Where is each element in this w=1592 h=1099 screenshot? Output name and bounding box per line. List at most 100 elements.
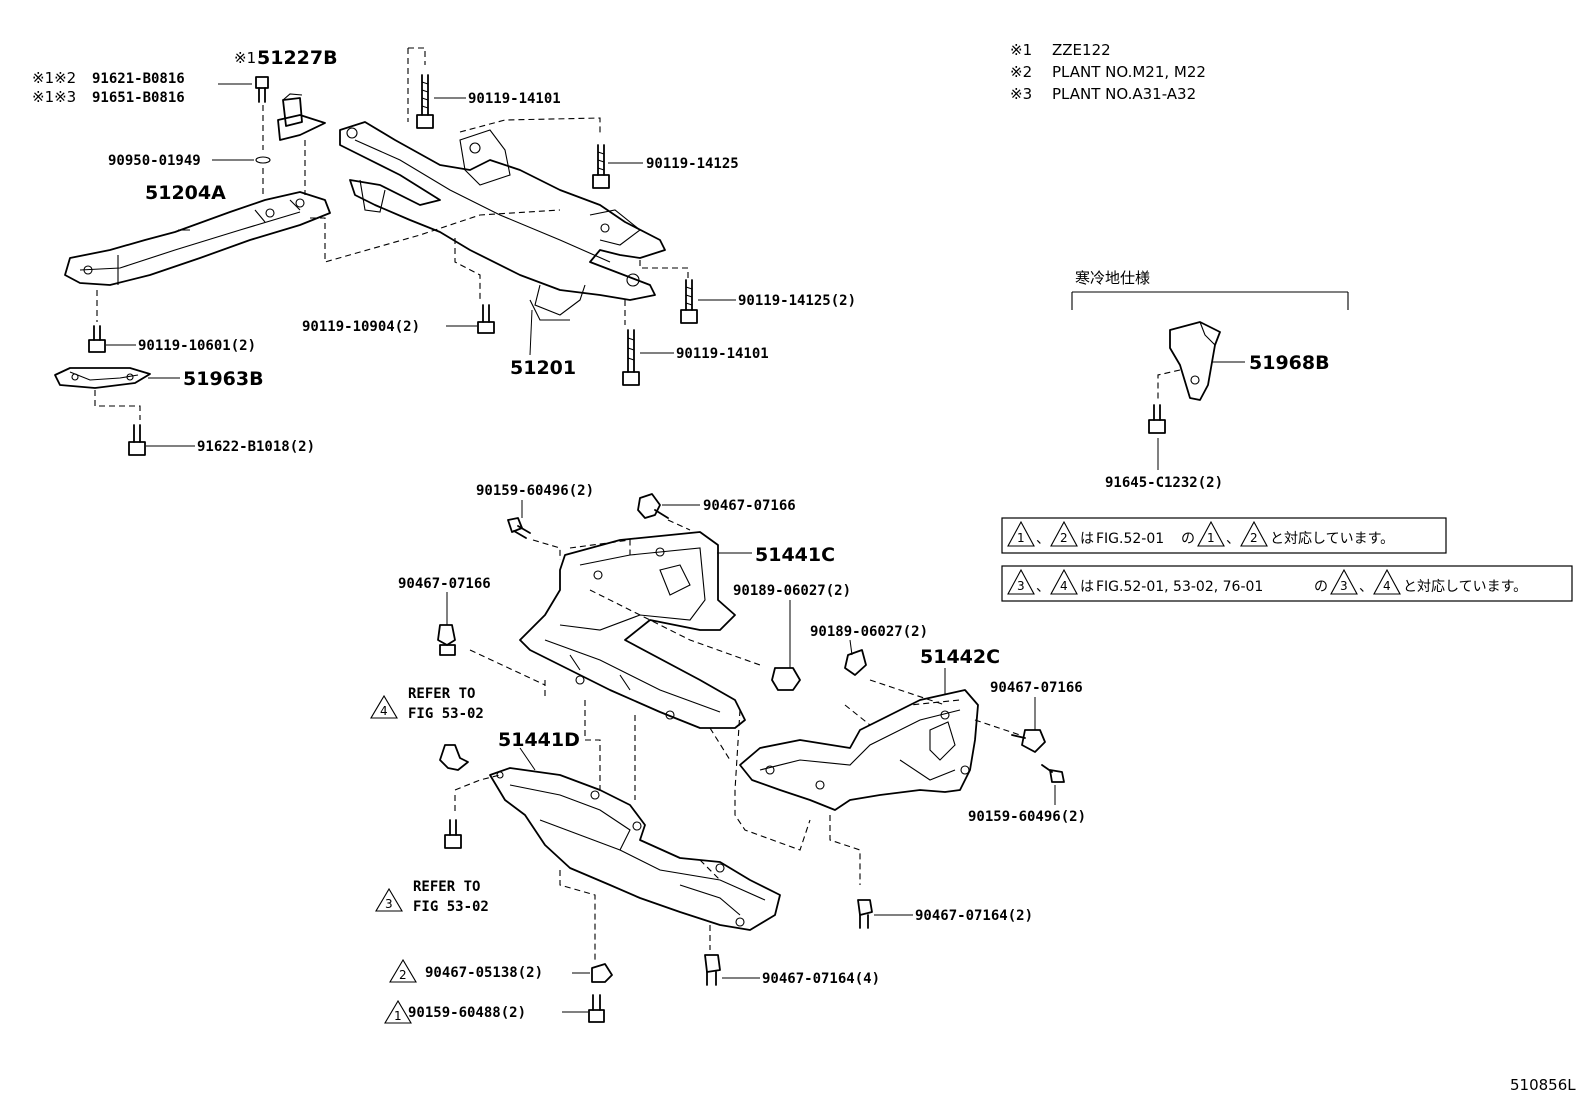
label-90159-60496-right[interactable]: 90159-60496(2) [968, 809, 1086, 825]
triangle-1-num: 1 [394, 1009, 402, 1023]
label-90119-14125-a[interactable]: 90119-14125 [646, 156, 739, 172]
cold-region-bracket [1071, 291, 1349, 310]
corr2-mark-a: 3 [1017, 579, 1025, 593]
label-refer4-line2[interactable]: FIG 53-02 [408, 706, 484, 722]
label-90119-14101-top[interactable]: 90119-14101 [468, 91, 561, 107]
corr2-sep: 、 [1036, 579, 1050, 595]
corr1-mark-d: 2 [1250, 531, 1258, 545]
corr1-sep: 、 [1036, 531, 1050, 547]
label-51201[interactable]: 51201 [510, 357, 576, 379]
label-90119-14101-bot[interactable]: 90119-14101 [676, 346, 769, 362]
label-91622-B1018[interactable]: 91622-B1018(2) [197, 439, 315, 455]
label-91645-C1232[interactable]: 91645-C1232(2) [1105, 475, 1223, 491]
corr1-fig: FIG.52-01 [1096, 531, 1164, 547]
label-91651-mark: ※1※3 [32, 88, 76, 106]
corr1-mark-a: 1 [1017, 531, 1025, 545]
label-51968B[interactable]: 51968B [1249, 352, 1330, 374]
triangle-1-label: 1 [384, 999, 412, 1024]
label-90467-07166-right[interactable]: 90467-07166 [990, 680, 1083, 696]
label-90467-05138[interactable]: 90467-05138(2) [425, 965, 543, 981]
label-90189-06027-a[interactable]: 90189-06027(2) [733, 583, 851, 599]
label-refer3-line1: REFER TO [413, 879, 480, 895]
label-90467-07166-left[interactable]: 90467-07166 [398, 576, 491, 592]
label-51441D[interactable]: 51441D [498, 729, 580, 751]
note-3-text: PLANT NO.A31-A32 [1052, 85, 1196, 103]
label-refer4-line1: REFER TO [408, 686, 475, 702]
label-90159-60488[interactable]: 90159-60488(2) [408, 1005, 526, 1021]
corr1-no: の [1181, 531, 1195, 547]
bolt-90119-14125-b [680, 279, 698, 324]
corr2-mark-d: 4 [1383, 579, 1391, 593]
label-90467-07164-b[interactable]: 90467-07164(4) [762, 971, 880, 987]
engine-under-cover-51441C [519, 531, 746, 729]
triangle-3-num: 3 [385, 897, 393, 911]
brace-51204A [64, 191, 331, 286]
label-51963B[interactable]: 51963B [183, 368, 264, 390]
bolt-91645 [1148, 404, 1166, 434]
triangle-2-label: 2 [389, 958, 417, 983]
leader-lines [106, 83, 1245, 1013]
label-91651-B0816[interactable]: 91651-B0816 [92, 90, 185, 106]
label-90119-10904[interactable]: 90119-10904(2) [302, 319, 420, 335]
bolt-91621 [255, 76, 269, 103]
engine-under-cover-51441D [489, 767, 781, 931]
corr2-mark-b: 4 [1060, 579, 1068, 593]
correspondence-box-1: 1 、 2 は FIG.52-01 の 1 、 2 と対応しています。 [1001, 517, 1447, 554]
cold-region-title: 寒冷地仕様 [1075, 269, 1150, 287]
corr1-tail: と対応しています。 [1270, 531, 1394, 547]
bracket-51968B [1169, 321, 1221, 401]
label-51227B[interactable]: 51227B [257, 47, 338, 69]
label-90950-01949[interactable]: 90950-01949 [108, 153, 201, 169]
note-1-mark: ※1 [1010, 41, 1032, 59]
mount-51227B [277, 93, 326, 141]
corr1-mark-c: 1 [1207, 531, 1215, 545]
label-refer3-line2[interactable]: FIG 53-02 [413, 899, 489, 915]
model-notes: ※1 ZZE122 ※2 PLANT NO.M21, M22 ※3 PLANT … [1010, 41, 1206, 103]
correspondence-box-2: 3 、 4 は FIG.52-01, 53-02, 76-01 の 3 、 4 … [1001, 565, 1573, 602]
clip-90950 [255, 156, 271, 164]
triangle-3-refer: 3 [375, 887, 403, 912]
bolt-90119-14101-top [416, 74, 434, 129]
bolt-90119-10601 [88, 325, 106, 353]
corr2-no: の [1314, 579, 1328, 595]
bolt-90119-10904 [477, 304, 495, 334]
figure-id: 510856L [1510, 1076, 1576, 1094]
label-90189-06027-b[interactable]: 90189-06027(2) [810, 624, 928, 640]
corr2-tail: と対応しています。 [1403, 579, 1527, 595]
note-1-text: ZZE122 [1052, 41, 1111, 59]
engine-under-cover-51442C [739, 689, 979, 811]
label-90159-60496-top[interactable]: 90159-60496(2) [476, 483, 594, 499]
label-51227B-mark: ※1 [234, 49, 256, 67]
corr2-sep-2: 、 [1359, 579, 1373, 595]
note-2-text: PLANT NO.M21, M22 [1052, 63, 1206, 81]
corr2-fig: FIG.52-01, 53-02, 76-01 [1096, 579, 1263, 595]
label-90467-07164-a[interactable]: 90467-07164(2) [915, 908, 1033, 924]
label-90119-14125-b[interactable]: 90119-14125(2) [738, 293, 856, 309]
corr1-ha: は [1080, 531, 1094, 547]
label-51442C[interactable]: 51442C [920, 646, 1000, 668]
label-91621-B0816[interactable]: 91621-B0816 [92, 71, 185, 87]
triangle-2-num: 2 [399, 968, 407, 982]
note-3-mark: ※3 [1010, 85, 1032, 103]
corr1-mark-b: 2 [1060, 531, 1068, 545]
part-labels: ※1 51227B ※1※2 91621-B0816 ※1※3 91651-B0… [32, 47, 1330, 1021]
cold-region-group: 寒冷地仕様 [1071, 269, 1349, 310]
label-91621-mark: ※1※2 [32, 69, 76, 87]
label-90119-10601[interactable]: 90119-10601(2) [138, 338, 256, 354]
triangle-4-num: 4 [380, 704, 388, 718]
label-51204A[interactable]: 51204A [145, 182, 226, 204]
note-2-mark: ※2 [1010, 63, 1032, 81]
corr2-mark-c: 3 [1340, 579, 1348, 593]
reference-triangles: 4 3 2 1 [370, 694, 417, 1024]
corr2-ha: は [1080, 579, 1094, 595]
bolt-90119-14125-a [592, 144, 610, 189]
bolt-90119-14101-bot [622, 329, 640, 386]
plate-51963B [54, 367, 151, 389]
bolt-91622 [128, 424, 146, 456]
suspension-member-51201 [339, 121, 666, 321]
triangle-4-refer: 4 [370, 694, 398, 719]
label-90467-07166-top[interactable]: 90467-07166 [703, 498, 796, 514]
label-51441C[interactable]: 51441C [755, 544, 835, 566]
